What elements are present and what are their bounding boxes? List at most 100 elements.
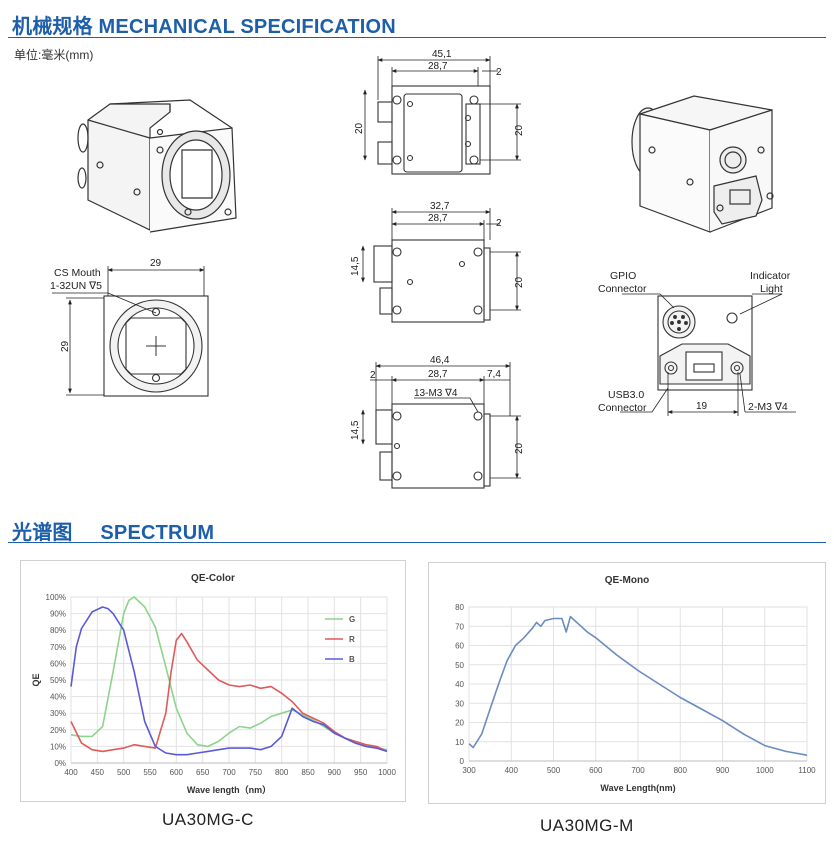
x-tick-label: 500 — [117, 768, 131, 777]
x-tick-label: 450 — [91, 768, 105, 777]
y-tick-label: 30% — [50, 709, 66, 718]
y-tick-label: 20% — [50, 726, 66, 735]
front-side-dim: 29 — [60, 340, 71, 352]
x-tick-label: 950 — [354, 768, 368, 777]
x-tick-label: 800 — [275, 768, 289, 777]
y-tick-label: 60 — [455, 642, 464, 651]
y-tick-label: 70% — [50, 643, 66, 652]
back-spacing-dim: 19 — [696, 401, 708, 412]
y-tick-label: 10 — [455, 738, 464, 747]
x-tick-label: 700 — [631, 766, 645, 775]
spectrum-title-en: SPECTRUM — [100, 522, 215, 544]
side3-right-dim: 7,4 — [487, 369, 501, 380]
x-tick-label: 650 — [196, 768, 210, 777]
y-tick-label: 80 — [455, 603, 464, 612]
caption-color-model: UA30MG-C — [162, 810, 254, 829]
mechanical-section-rule — [8, 37, 826, 38]
x-tick-label: 1000 — [756, 766, 774, 775]
camera-front-iso-drawing — [77, 99, 237, 233]
x-tick-label: 850 — [301, 768, 315, 777]
back-holes-spec: 2-M3 ∇4 — [748, 401, 788, 413]
front-view-drawing — [103, 295, 209, 397]
spectrum-section-rule — [8, 542, 826, 543]
side-view-3-drawing — [375, 403, 491, 489]
camera-back-iso-drawing — [631, 95, 774, 233]
legend-label-r: R — [349, 635, 355, 644]
usb-connector-label: Connector — [598, 402, 647, 414]
side3-body-dim: 28,7 — [428, 369, 448, 380]
legend-label-b: B — [349, 655, 355, 664]
x-tick-label: 400 — [64, 768, 78, 777]
y-tick-label: 80% — [50, 626, 66, 635]
spectrum-section-title: 光谱图 SPECTRUM — [12, 516, 214, 545]
cs-mouth-label: CS Mouth — [54, 267, 101, 279]
mechanical-drawings: 29 29 CS Mouth 1-32UN ∇5 45,1 28,7 2 20 … — [50, 49, 796, 489]
side-view-1-drawing — [377, 85, 491, 175]
y-tick-label: 70 — [455, 622, 464, 631]
y-tick-label: 90% — [50, 610, 66, 619]
back-view-dimensions — [620, 293, 796, 416]
side-view-2-dimensions — [361, 208, 521, 311]
side3-height-left: 14,5 — [350, 420, 361, 440]
front-top-dim: 29 — [150, 258, 162, 269]
x-tick-label: 600 — [170, 768, 184, 777]
qe-color-chart: QE-Color0%10%20%30%40%50%60%70%80%90%100… — [31, 573, 396, 795]
y-tick-label: 0% — [54, 759, 66, 768]
x-tick-label: 900 — [716, 766, 730, 775]
series-line-b — [70, 606, 388, 756]
x-tick-label: 700 — [222, 768, 236, 777]
side2-height-left: 14,5 — [350, 256, 361, 276]
x-tick-label: 1000 — [378, 768, 396, 777]
side1-height-left: 20 — [354, 122, 365, 134]
series-line-r — [70, 632, 388, 753]
y-tick-label: 40% — [50, 693, 66, 702]
spectrum-title-cn: 光谱图 — [12, 522, 73, 544]
y-tick-label: 60% — [50, 659, 66, 668]
x-tick-label: 900 — [328, 768, 342, 777]
x-tick-label: 1100 — [798, 766, 816, 775]
legend-label-g: G — [349, 615, 355, 624]
mechanical-section-title: 机械规格 MECHANICAL SPECIFICATION — [12, 16, 396, 38]
side1-lens-dim: 2 — [496, 67, 502, 78]
x-tick-label: 750 — [249, 768, 263, 777]
y-tick-label: 40 — [455, 680, 464, 689]
side1-overall-dim: 45,1 — [432, 49, 452, 60]
side2-body-dim: 28,7 — [428, 213, 448, 224]
side-view-3-dimensions — [361, 362, 521, 479]
side2-lens-dim: 2 — [496, 218, 502, 229]
front-view-dimensions — [52, 266, 205, 396]
x-axis-label: Wave length（nm） — [187, 785, 271, 795]
indicator-label: Indicator — [750, 270, 791, 282]
x-tick-label: 300 — [462, 766, 476, 775]
gpio-connector-label: Connector — [598, 283, 647, 295]
y-tick-label: 30 — [455, 699, 464, 708]
side3-overall-dim: 46,4 — [430, 355, 450, 366]
chart-title: QE-Color — [191, 573, 235, 584]
y-tick-label: 50 — [455, 661, 464, 670]
x-tick-label: 400 — [505, 766, 519, 775]
indicator-light-label: Light — [760, 283, 783, 295]
side2-overall-dim: 32,7 — [430, 201, 450, 212]
chart-title: QE-Mono — [605, 575, 649, 586]
unit-label: 单位:毫米(mm) — [14, 48, 94, 62]
caption-mono-model: UA30MG-M — [540, 816, 634, 835]
gpio-label: GPIO — [610, 270, 636, 282]
y-tick-label: 50% — [50, 676, 66, 685]
side1-height-right: 20 — [514, 124, 525, 136]
y-tick-label: 100% — [46, 593, 66, 602]
x-tick-label: 550 — [143, 768, 157, 777]
x-axis-label: Wave Length(nm) — [600, 783, 675, 793]
side1-body-dim: 28,7 — [428, 61, 448, 72]
x-tick-label: 600 — [589, 766, 603, 775]
y-tick-label: 20 — [455, 719, 464, 728]
side-view-1-dimensions — [363, 56, 521, 161]
side3-left-dim: 2 — [370, 370, 376, 381]
y-axis-label: QE — [31, 673, 41, 686]
x-tick-label: 800 — [674, 766, 688, 775]
side3-height-right: 20 — [514, 442, 525, 454]
usb-label: USB3.0 — [608, 389, 644, 401]
series-line-mono — [468, 615, 808, 756]
